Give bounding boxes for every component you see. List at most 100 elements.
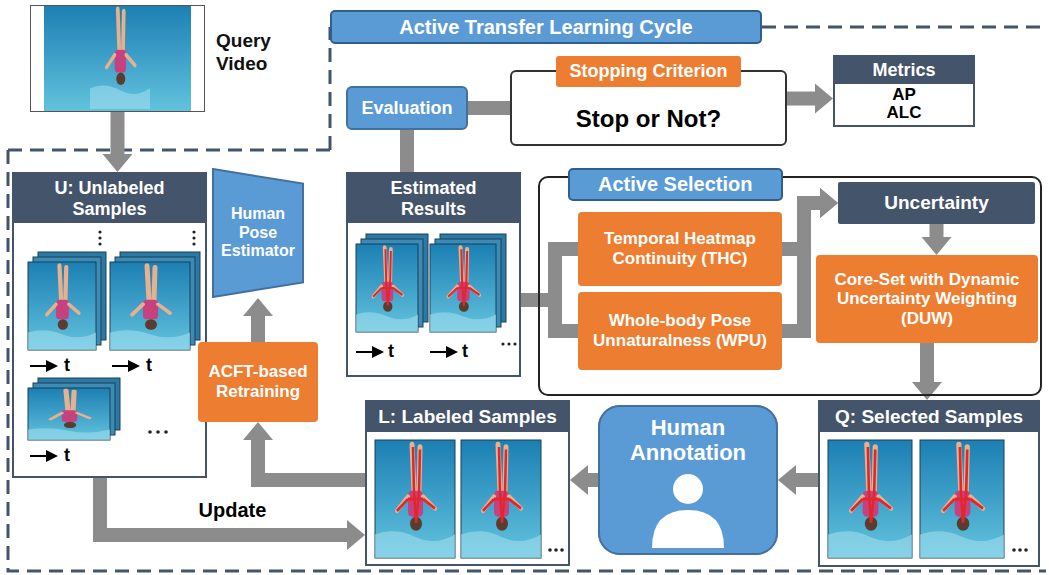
selection-region: Active SelectionTemporal Heatmap Continu… — [538, 176, 1042, 396]
arrow-shaft — [521, 249, 578, 300]
person-head — [673, 474, 703, 504]
dot — [1012, 548, 1016, 552]
time-label: t — [64, 356, 70, 374]
time-label: t — [462, 342, 468, 360]
sample-pool: Q: Selected Samples — [818, 400, 1040, 567]
arrow-shaft — [111, 112, 125, 154]
ellipsis-dots — [98, 230, 195, 433]
arrow-shaft — [468, 101, 510, 115]
flow-arrow — [778, 465, 818, 495]
swimmer-figure — [110, 266, 190, 350]
flow-arrow — [912, 343, 942, 400]
dot — [501, 342, 504, 345]
label-holder: t — [388, 342, 394, 360]
swimmer-figure — [920, 445, 1004, 558]
dot — [98, 242, 101, 245]
header-text: U: Unlabeled Samples — [14, 174, 205, 223]
swimmer-figure — [375, 445, 455, 558]
dot — [192, 236, 195, 239]
flow-arrow — [468, 108, 510, 109]
arrow-head — [243, 422, 273, 440]
arrow-shaft — [920, 343, 934, 382]
title-band: Active Transfer Learning Cycle — [330, 10, 762, 44]
body-text: AP ALC — [880, 86, 928, 123]
output-box: MetricsAP ALC — [833, 55, 975, 127]
box-text: Uncertainty — [884, 192, 989, 214]
arrow-head — [243, 298, 273, 316]
arrow-shaft — [258, 440, 365, 480]
pose-skeleton — [448, 249, 479, 305]
dot — [554, 548, 558, 552]
annotator-fill — [598, 405, 778, 555]
flow-arrow — [787, 84, 833, 114]
video-frame — [430, 244, 496, 332]
arrow-head — [570, 465, 588, 495]
flow-arrow — [521, 249, 578, 300]
ellipsis-dots — [501, 342, 516, 345]
dot — [548, 548, 552, 552]
time-label: t — [146, 356, 152, 374]
annotator-box: Human Annotation — [598, 405, 778, 555]
arrow-head — [820, 188, 838, 218]
video-frame — [920, 440, 1004, 558]
process-box: Evaluation — [346, 86, 468, 130]
pool-water — [44, 5, 191, 112]
arrow-shaft — [588, 473, 598, 487]
arrow-shaft — [400, 130, 414, 172]
box-text: Core-Set with Dynamic Uncertainty Weight… — [826, 270, 1028, 329]
ellipsis-dots — [548, 548, 564, 552]
dot — [156, 430, 160, 434]
dot — [507, 342, 510, 345]
arrow-head — [820, 188, 838, 218]
flow-arrow — [521, 300, 578, 331]
method-box: ACFT-based Retraining — [198, 342, 318, 422]
dot — [560, 548, 564, 552]
box-text: ACFT-based Retraining — [208, 362, 308, 401]
decision-box: Stopping CriterionStop or Not? — [510, 70, 787, 146]
arrow-shaft — [787, 92, 815, 106]
video-frame — [828, 440, 912, 558]
flow-arrow — [103, 112, 133, 172]
tab-holder: Active Selection — [568, 168, 783, 201]
dot — [1024, 548, 1028, 552]
header-text: L: Labeled Samples — [367, 402, 568, 432]
person-body — [652, 510, 724, 548]
flow-arrow — [243, 422, 365, 480]
pose-skeleton — [851, 447, 891, 523]
dot — [164, 430, 168, 434]
sample-pool: U: Unlabeled Samples — [12, 172, 207, 478]
video-frame — [28, 388, 110, 440]
label-holder: t — [64, 356, 70, 374]
header-text: Stopping Criterion — [556, 56, 742, 87]
header-text: Metrics — [835, 57, 973, 84]
box-text: Human Pose Estimator — [218, 205, 298, 260]
arrow-shaft — [100, 478, 347, 535]
video-frame-box: Query Video — [30, 5, 205, 112]
box-text: Temporal Heatmap Continuity (THC) — [588, 229, 772, 268]
method-box: Whole-body Pose Unnaturalness (WPU) — [578, 292, 782, 370]
dot — [192, 242, 195, 245]
method-box: Temporal Heatmap Continuity (THC) — [578, 212, 782, 286]
pose-skeleton — [373, 249, 402, 305]
flow-arrow — [243, 298, 273, 342]
swimmer-figure — [90, 9, 150, 109]
time-arrow — [356, 351, 382, 353]
arrow-shaft — [251, 316, 265, 342]
title-text: Active Transfer Learning Cycle — [399, 16, 692, 39]
time-arrow — [30, 365, 56, 367]
arrow-head — [922, 237, 952, 255]
time-arrow — [430, 351, 456, 353]
header-text: Estimated Results — [348, 174, 519, 223]
caption-text: Query Video — [216, 30, 296, 76]
arrow-shaft — [930, 224, 944, 237]
box-text: Evaluation — [361, 98, 452, 119]
video-frame — [28, 262, 96, 350]
pose-skeleton — [943, 447, 983, 523]
flow-arrow — [100, 478, 365, 550]
method-box: Core-Set with Dynamic Uncertainty Weight… — [816, 255, 1038, 343]
caption-holder: Query Video — [216, 30, 296, 76]
flow-arrow — [922, 224, 952, 255]
arrow-shaft — [521, 300, 578, 331]
swimmer-figure — [28, 266, 96, 350]
